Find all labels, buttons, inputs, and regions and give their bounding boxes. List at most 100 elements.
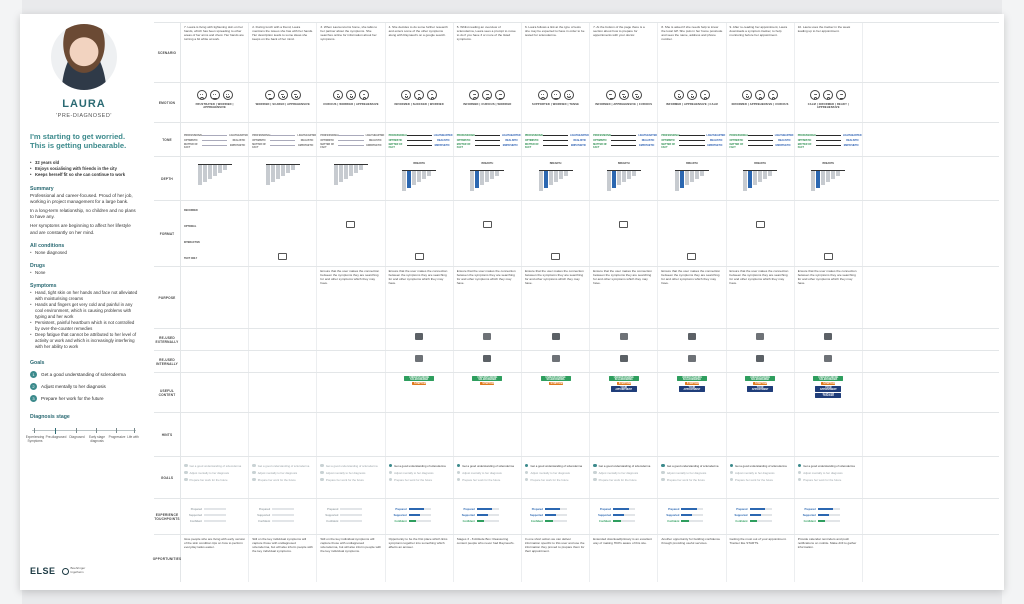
cell-format (795, 201, 863, 266)
row-in-used-int: RE-USED INTERNALLY (154, 350, 999, 372)
emotion-face-icon (563, 90, 574, 100)
journey-goal: Get a good understanding of scleroderma (320, 462, 381, 469)
emotion-face-icon (482, 90, 493, 100)
format-label: OPTIONAL (184, 225, 197, 228)
thumb-icon (756, 333, 765, 340)
format-icon (482, 221, 492, 228)
depth-chart (743, 170, 778, 193)
emotion-caption: CALM | INFORMED | READY | APPREHENSIVE (807, 103, 849, 109)
emotion-face-icon (414, 90, 425, 100)
depth-bar (485, 171, 490, 182)
experience-meter: Supported (798, 512, 859, 518)
opportunity-text: Extended download/primary is an excellen… (593, 537, 652, 546)
cell-emotion: CALM | INFORMED | READY | APPREHENSIVE (795, 83, 863, 122)
cell-emotion: FRUSTRATED | WORRIED | APPREHENSIVE (181, 83, 250, 122)
emotion-face-icon (836, 90, 847, 100)
stage-name: Life with (127, 434, 139, 439)
cell-purpose (249, 267, 318, 328)
cell-hints (727, 413, 795, 456)
cell-purpose: Ensure that the user makes the connectio… (317, 267, 386, 328)
cell-emotion: INFORMED | APPREHENSIVE | CURIOUS (590, 83, 659, 122)
cell-scenario: 3. When Laura returns home, she talks to… (317, 23, 386, 82)
experience-meter: Confident (252, 518, 313, 524)
cell-in-used-int (454, 351, 522, 372)
depth-chart (402, 170, 437, 193)
journey-goal: Prepare her work for the future (661, 476, 722, 483)
conditions-title: All conditions (30, 242, 65, 249)
cell-in-used-ext (658, 329, 727, 350)
cell-format (727, 201, 795, 266)
goal-number-icon: 2 (30, 382, 37, 390)
opportunity-text: In one short action we can deliver infor… (524, 537, 585, 554)
depth-bar (748, 171, 753, 188)
journey-goal: Get a good understanding of scleroderma (456, 462, 518, 469)
opportunity-text: Still on the key individual symptoms wil… (320, 537, 382, 554)
thumb-icon (483, 355, 492, 362)
persona-panel: LAURA 'PRE-DIAGNOSED' I'm starting to ge… (20, 14, 148, 590)
depth-bar (563, 171, 568, 176)
journey-goal: Get a good understanding of scleroderma (729, 462, 791, 469)
symptom-item: Deep fatigue that cannot be attributed t… (30, 332, 138, 350)
cell-emotion: INFORMED | APPREHENSIVE | CALM (658, 83, 727, 122)
cell-in-used-int (727, 351, 795, 372)
cell-content (181, 373, 250, 412)
format-icon (823, 253, 833, 260)
purpose-text: Ensure that the user makes the connectio… (524, 269, 584, 286)
cell-opportunities: Opportunity to be the first place which … (386, 535, 454, 582)
depth-title: BREADTH (686, 162, 698, 165)
stage-name: Progressive (108, 434, 126, 439)
format-icon (346, 221, 356, 228)
emotion-caption: INFORMED | SHOCKED | WORRIED (394, 103, 444, 106)
depth-bar (402, 171, 407, 191)
depth-bar (407, 171, 412, 188)
content-tag: SYMPTOM TRACKER (815, 392, 842, 398)
cell-emotion: INFORMED | APPREHENSIVE | CURIOUS (727, 83, 795, 122)
summary-text: Professional and career-focused. Proud o… (30, 192, 133, 204)
cell-emotion: WORRIED | SCARED | APPREHENSIVE (249, 83, 318, 122)
brand-logo: ELSE Boehringer Ingelheim (30, 566, 86, 576)
depth-bar (606, 171, 611, 191)
emotion-face-icon (742, 90, 753, 100)
cell-scenario: 9. After re-reading her appointment, Lau… (727, 23, 795, 82)
cell-format (454, 201, 522, 266)
depth-bar (548, 171, 553, 185)
content-tag: UNDERSTANDING SCLERODERMA (676, 376, 707, 382)
depth-chart (674, 170, 709, 193)
cell-in-used-int (249, 351, 318, 372)
drugs-title: Drugs (30, 262, 45, 269)
depth-bar (417, 171, 422, 182)
cell-in-used-ext (795, 329, 863, 350)
stage-name: Experiencing Symptoms (25, 434, 45, 443)
depth-bar (684, 171, 689, 185)
experience-meter: Confident (457, 518, 518, 524)
cell-hints (454, 413, 522, 456)
cell-depth: BREADTH (590, 157, 659, 200)
diagnosis-stage-track: Experiencing Symptoms Pre-diagnosed Diag… (26, 426, 139, 444)
format-icon (755, 221, 765, 228)
content-tag: UNDERSTANDING SCLERODERMA (745, 376, 776, 382)
depth-bar (816, 171, 821, 188)
emotion-face-icon (495, 90, 506, 100)
stage-name: Pre-diagnosed (45, 434, 67, 439)
emotion-face-icon (810, 90, 821, 100)
emotion-caption: FRUSTRATED | WORRIED | APPREHENSIVE (195, 103, 234, 109)
emotion-face-icon (768, 90, 779, 100)
content-tag: UNDERSTANDING SCLERODERMA (472, 376, 503, 382)
content-tag: UNDERSTANDING SCLERODERMA (404, 376, 435, 382)
cell-depth: BREADTH (795, 157, 863, 200)
